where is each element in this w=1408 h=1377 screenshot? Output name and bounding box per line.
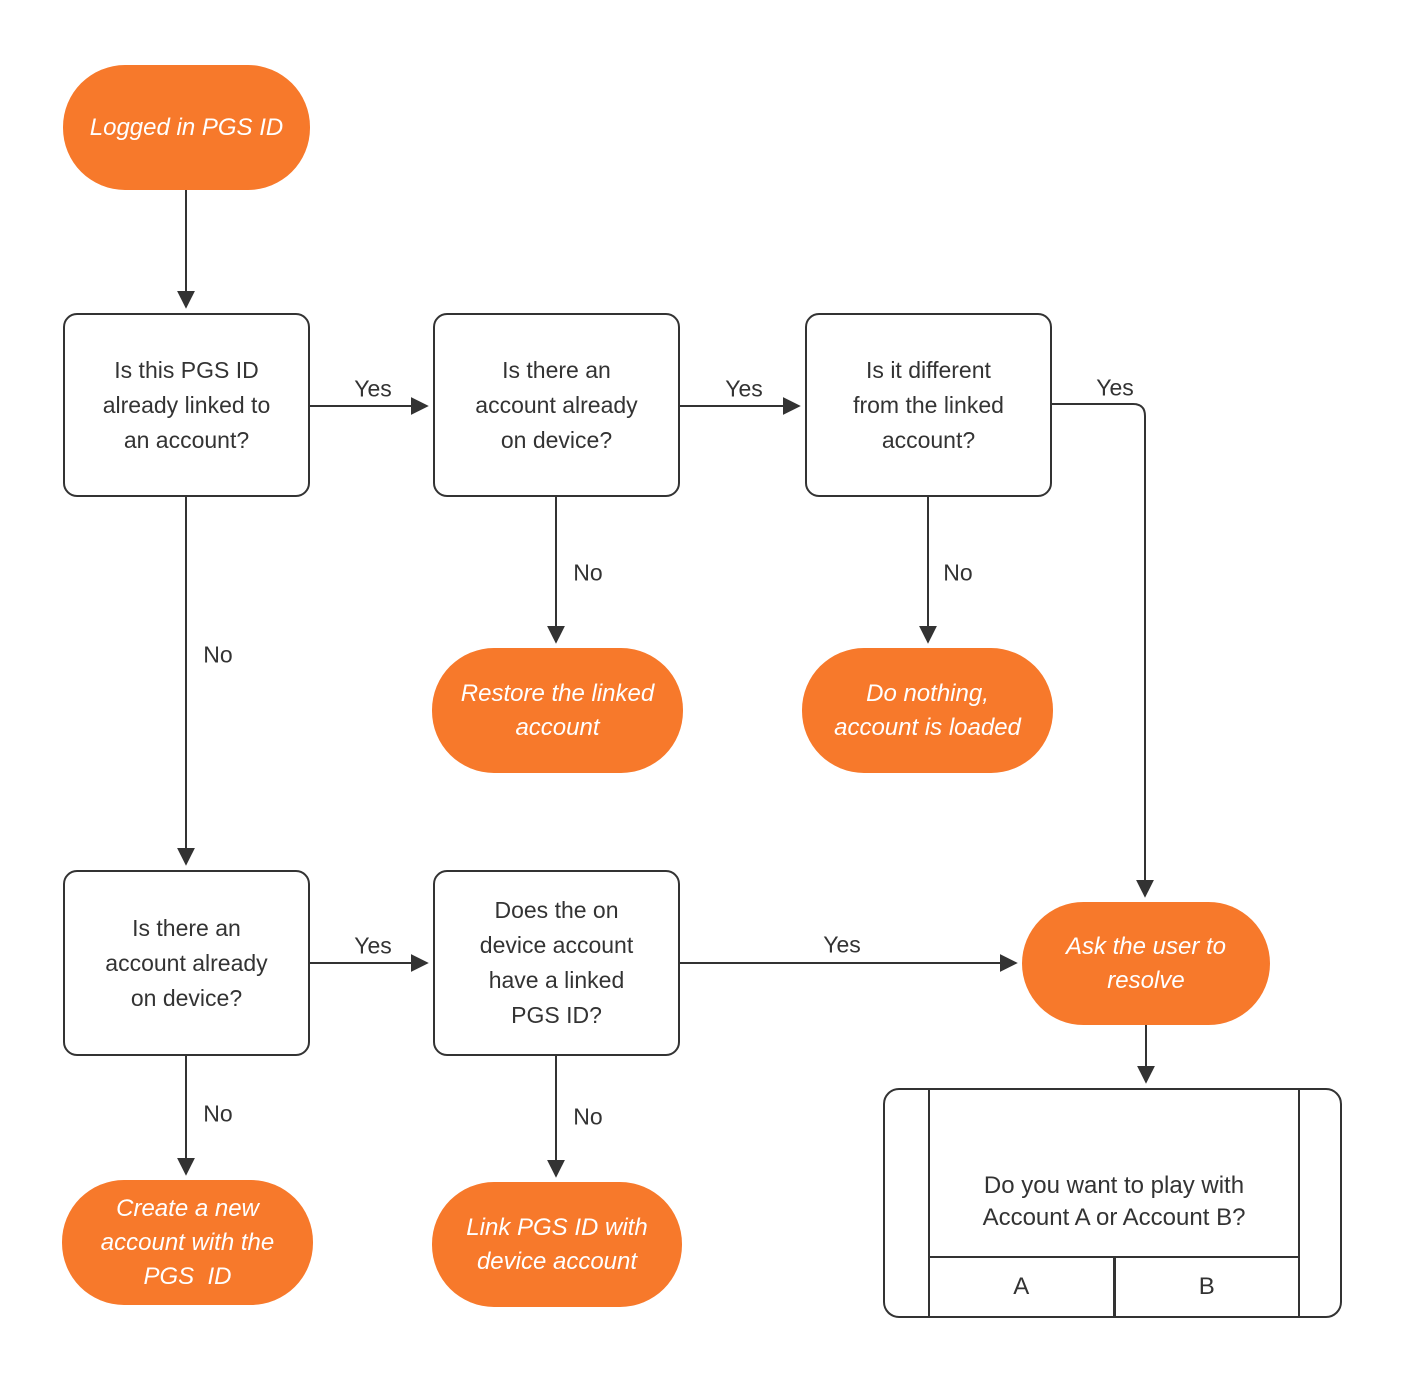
edge-label-no-linked: No [203, 641, 233, 668]
dialog-right-bezel [1300, 1090, 1340, 1316]
account-chooser-dialog: Do you want to play with Account A or Ac… [883, 1088, 1342, 1318]
dialog-button-a: A [1013, 1273, 1030, 1300]
node-question-account-on-device-bottom: Is there an account already on device? [63, 870, 310, 1056]
node-action-restore-linked-account: Restore the linked account [432, 648, 683, 773]
node-question-pgs-id-linked: Is this PGS ID already linked to an acco… [63, 313, 310, 497]
node-action-create-new-account: Create a new account with the PGS ID [62, 1180, 313, 1305]
node-action-do-nothing: Do nothing, account is loaded [802, 648, 1053, 773]
edge-label-yes-device-bottom: Yes [354, 932, 392, 959]
edge-label-no-different: No [943, 559, 973, 586]
dialog-left-bezel [885, 1090, 928, 1316]
edge-label-no-pgs-linked: No [573, 1103, 603, 1130]
node-question-device-account-has-pgs-id: Does the on device account have a linked… [433, 870, 680, 1056]
node-start-logged-in-pgs-id: Logged in PGS ID [63, 65, 310, 190]
edge-label-no-device-bottom: No [203, 1100, 233, 1127]
node-action-ask-user-to-resolve: Ask the user to resolve [1022, 902, 1270, 1025]
dialog-button-row: A B [930, 1256, 1298, 1316]
node-action-link-pgs-id: Link PGS ID with device account [432, 1182, 682, 1307]
edge-label-yes-different: Yes [1096, 374, 1134, 401]
edge-label-yes-linked: Yes [354, 375, 392, 402]
edge-label-yes-device-top: Yes [725, 375, 763, 402]
dialog-button-divider [1112, 1258, 1116, 1316]
node-question-account-on-device-top: Is there an account already on device? [433, 313, 680, 497]
dialog-content-area: Do you want to play with Account A or Ac… [928, 1090, 1300, 1316]
dialog-message: Do you want to play with Account A or Ac… [982, 1172, 1246, 1231]
edge-label-no-device-top: No [573, 559, 603, 586]
node-question-different-from-linked: Is it different from the linked account? [805, 313, 1052, 497]
dialog-button-b: B [1198, 1273, 1215, 1300]
edge-label-yes-pgs-linked: Yes [823, 931, 861, 958]
edge-q-different-yes [1052, 403, 1154, 898]
